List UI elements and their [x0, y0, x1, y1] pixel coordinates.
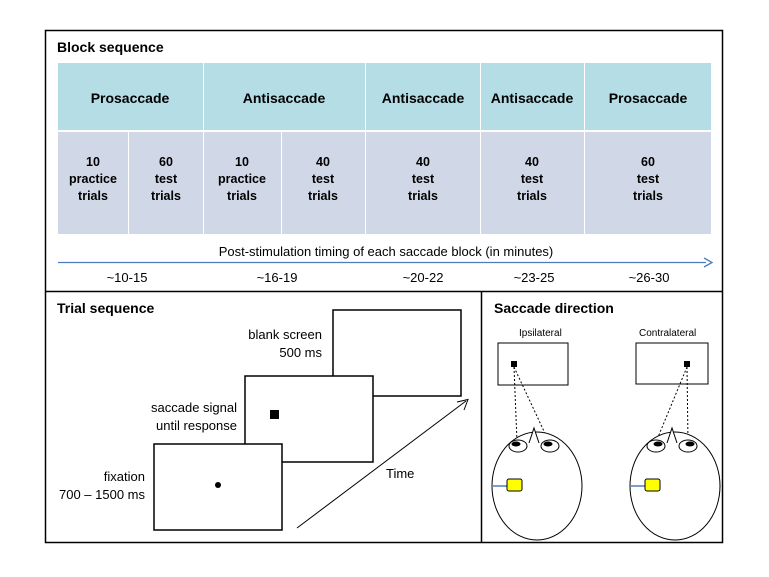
- block-header-2: Antisaccade: [243, 90, 326, 106]
- time-arrow-label: Time: [386, 466, 414, 481]
- header-cell-1: [58, 63, 203, 130]
- contralateral-target: [684, 361, 690, 367]
- body-cell-2: [129, 132, 203, 234]
- cell-7-kind: test: [637, 172, 660, 186]
- ipsilateral-right-pupil: [543, 441, 553, 447]
- timeline-label: Post-stimulation timing of each saccade …: [219, 244, 554, 259]
- body-cell-4: [282, 132, 365, 234]
- cell-5-count: 40: [416, 155, 430, 169]
- ipsilateral-left-pupil: [511, 441, 521, 447]
- timeline-arrowhead: [703, 257, 714, 268]
- ipsilateral-label: Ipsilateral: [519, 328, 562, 339]
- ipsilateral-stimulation-coil: [506, 478, 523, 492]
- time-label-4: ~23-25: [514, 270, 555, 285]
- cell-1-kind: practice: [69, 172, 117, 186]
- contralateral-stimulation-coil: [644, 478, 661, 492]
- body-cell-3: [204, 132, 281, 234]
- header-cell-2: [204, 63, 365, 130]
- trial-sequence-title: Trial sequence: [57, 300, 154, 316]
- block-header-5: Prosaccade: [609, 90, 688, 106]
- cell-7-count: 60: [641, 155, 655, 169]
- time-arrowhead: [456, 398, 469, 411]
- saccade-direction-title: Saccade direction: [494, 300, 614, 316]
- time-label-5: ~26-30: [629, 270, 670, 285]
- saccade-signal-duration: until response: [156, 418, 237, 433]
- cell-3-kind: practice: [218, 172, 266, 186]
- header-cell-4: [481, 63, 584, 130]
- figure-border: [44, 29, 724, 544]
- ipsilateral-nose: [528, 426, 540, 444]
- saccade-direction-panel: Saccade direction Ipsilateral Contralate…: [491, 300, 721, 541]
- cell-6-kind: test: [521, 172, 544, 186]
- cell-1-unit: trials: [78, 189, 108, 203]
- time-label-3: ~20-22: [403, 270, 444, 285]
- cell-6-count: 40: [525, 155, 539, 169]
- contralateral-nose: [666, 426, 678, 444]
- cell-7-unit: trials: [633, 189, 663, 203]
- block-header-4: Antisaccade: [491, 90, 574, 106]
- contralateral-gaze-line-right: [686, 366, 689, 443]
- time-label-1: ~10-15: [107, 270, 148, 285]
- ipsilateral-head: [491, 431, 583, 541]
- fixation-label: fixation: [104, 469, 145, 484]
- contralateral-gaze-line-left: [655, 366, 688, 443]
- cell-5-unit: trials: [408, 189, 438, 203]
- contralateral-label: Contralateral: [639, 328, 696, 339]
- cell-6-unit: trials: [517, 189, 547, 203]
- cell-5-kind: test: [412, 172, 435, 186]
- block-sequence-panel: Block sequence Prosaccade Antisaccade An…: [57, 39, 714, 285]
- body-cell-1: [58, 132, 128, 234]
- cell-3-count: 10: [235, 155, 249, 169]
- contralateral-head: [629, 431, 721, 541]
- block-sequence-title: Block sequence: [57, 39, 164, 55]
- cell-2-unit: trials: [151, 189, 181, 203]
- cell-4-kind: test: [312, 172, 335, 186]
- ipsilateral-gaze-line-left: [513, 366, 518, 443]
- contralateral-right-pupil: [685, 441, 695, 447]
- contralateral-screen: [635, 342, 709, 385]
- cell-4-unit: trials: [308, 189, 338, 203]
- cell-1-count: 10: [86, 155, 100, 169]
- blank-screen-duration: 500 ms: [279, 345, 322, 360]
- cell-4-count: 40: [316, 155, 330, 169]
- block-header-1: Prosaccade: [91, 90, 170, 106]
- contralateral-left-pupil: [653, 441, 663, 447]
- time-label-2: ~16-19: [257, 270, 298, 285]
- header-cell-3: [366, 63, 480, 130]
- cell-3-unit: trials: [227, 189, 257, 203]
- body-cell-7: [585, 132, 711, 234]
- ipsilateral-screen: [497, 342, 569, 386]
- trial-sequence-panel: Trial sequence blank screen 500 ms sacca…: [57, 300, 469, 531]
- cell-2-count: 60: [159, 155, 173, 169]
- body-cell-6: [481, 132, 584, 234]
- ipsilateral-gaze-line-right: [513, 366, 550, 443]
- fixation-dot: [215, 482, 221, 488]
- fixation-duration: 700 – 1500 ms: [59, 487, 146, 502]
- body-cell-5: [366, 132, 480, 234]
- saccade-signal-label: saccade signal: [151, 400, 237, 415]
- saccade-signal-square: [270, 410, 279, 419]
- block-header-3: Antisaccade: [382, 90, 465, 106]
- header-cell-5: [585, 63, 711, 130]
- blank-screen-label: blank screen: [248, 327, 322, 342]
- cell-2-kind: test: [155, 172, 178, 186]
- time-arrow-line: [296, 400, 467, 529]
- ipsilateral-target: [511, 361, 517, 367]
